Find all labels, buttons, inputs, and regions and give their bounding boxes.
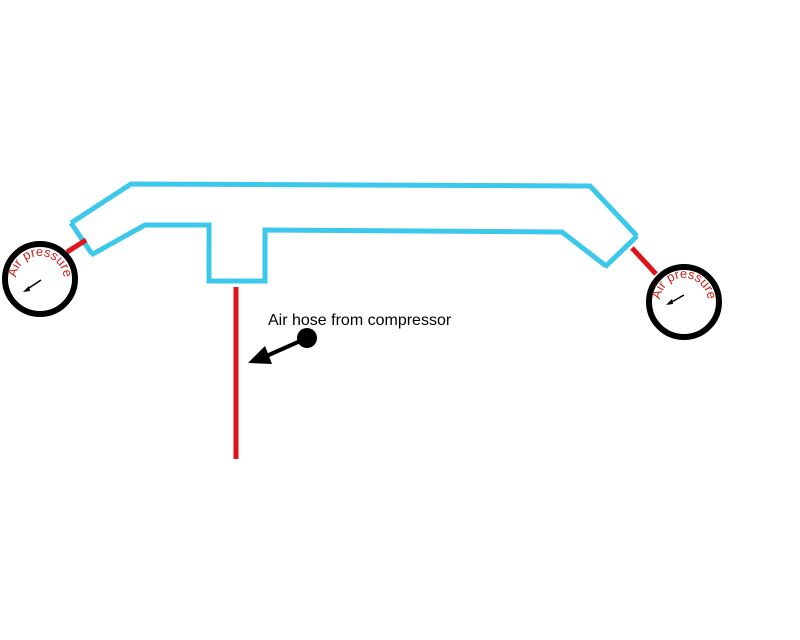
left-gauge-needle-tip	[23, 286, 30, 292]
air-hose-callout-label: Air hose from compressor	[268, 312, 452, 329]
left-gauge-ring	[2, 241, 78, 317]
right-gauge-needle-tip	[666, 299, 673, 305]
air-duct-manifold	[68, 181, 639, 284]
pressure-gauge-icon: Air pressure	[2, 241, 78, 317]
arrow-head	[248, 346, 272, 364]
left-gauge-connector	[65, 237, 88, 255]
right-gauge-ring	[646, 264, 722, 340]
duct-end-left	[68, 221, 95, 256]
arrow-pointer-icon	[248, 328, 317, 364]
arrow-shaft	[261, 336, 308, 360]
duct-end-right	[603, 234, 639, 269]
duct-outer-top	[69, 181, 639, 238]
right-gauge-connector	[630, 246, 658, 276]
duct-inner-left	[89, 222, 608, 284]
pressure-gauge-icon: Air pressure	[646, 264, 722, 340]
